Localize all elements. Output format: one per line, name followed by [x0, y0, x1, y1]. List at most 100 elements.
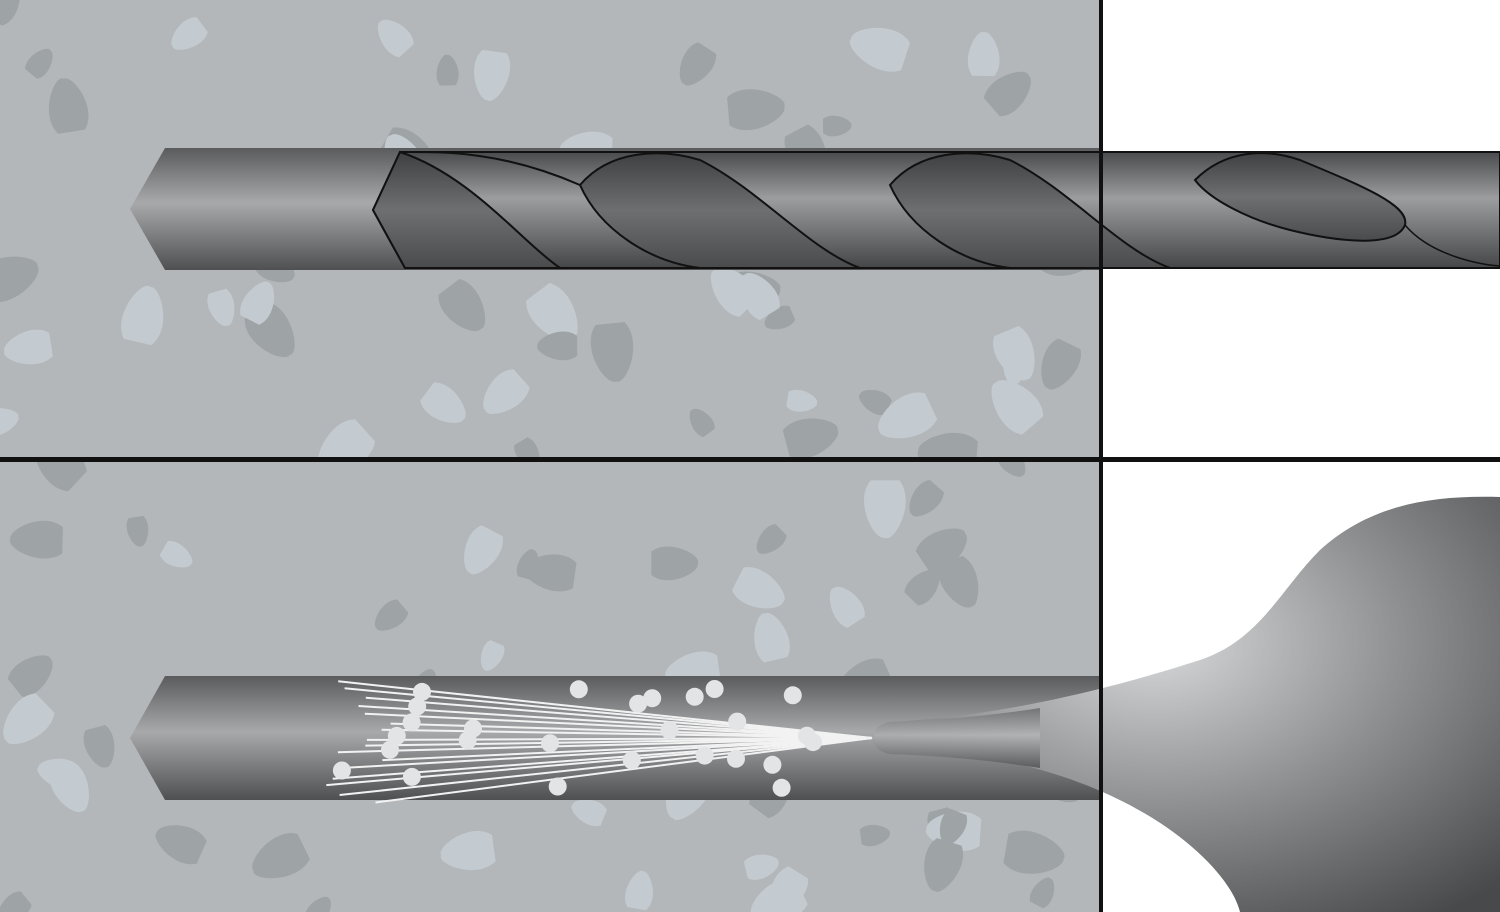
aggregate-stone	[420, 382, 466, 423]
dust-particle	[622, 751, 641, 770]
aggregate-stone	[754, 613, 790, 663]
aggregate-stone	[0, 408, 19, 437]
aggregate-stone	[571, 799, 607, 827]
air-stream-line	[337, 737, 873, 754]
aggregate-stone	[829, 586, 865, 628]
aggregate-stone	[464, 525, 503, 575]
vertical-divider	[1099, 0, 1103, 912]
aggregate-stone	[159, 541, 193, 568]
aggregate-stone	[864, 480, 906, 539]
aggregate-stone	[440, 830, 496, 871]
aggregate-stone	[651, 546, 699, 581]
aggregate-stone	[514, 437, 540, 457]
aggregate-stone	[3, 693, 55, 745]
dust-particle	[332, 761, 351, 780]
aggregate-stone	[474, 49, 511, 101]
aggregate-stone	[121, 285, 164, 346]
air-stream-line	[364, 712, 873, 739]
aggregate-stone	[377, 19, 414, 58]
aggregate-stone	[375, 599, 409, 631]
aggregate-stone	[0, 256, 39, 303]
dust-particle	[548, 777, 567, 796]
blower-nozzle	[873, 708, 1040, 768]
aggregate-stone	[483, 369, 530, 414]
aggregate-stone	[859, 824, 890, 847]
aggregate-stone	[252, 833, 310, 879]
aggregate-stone	[878, 392, 938, 439]
aggregate-stone	[155, 825, 207, 865]
aggregate-stone	[750, 878, 808, 912]
aggregate-stone	[49, 761, 89, 813]
aggregate-stone	[436, 54, 459, 86]
aggregate-stone	[481, 640, 505, 671]
aggregate-stone	[625, 870, 653, 911]
air-stream-line	[339, 737, 873, 796]
dust-particle	[402, 713, 421, 732]
aggregate-stone	[1041, 338, 1081, 390]
aggregate-stone	[991, 380, 1044, 435]
aggregate-stone	[305, 896, 331, 912]
aggregate-stone	[679, 42, 717, 86]
dust-particle	[772, 778, 791, 797]
aggregate-stone	[438, 278, 486, 331]
blower-bulb	[873, 496, 1500, 912]
aggregate-stone	[732, 567, 785, 609]
aggregate-stone	[909, 479, 944, 517]
dust-particle	[804, 733, 822, 752]
dust-particle	[381, 740, 399, 759]
aggregate-stone	[4, 329, 53, 365]
aggregate-stone	[996, 462, 1026, 477]
dust-particles	[326, 680, 873, 804]
aggregate-stone	[983, 71, 1031, 117]
aggregate-stone	[1003, 830, 1065, 874]
aggregate-stone	[689, 408, 715, 438]
dust-particle	[408, 697, 427, 716]
aggregate-stone	[207, 288, 235, 326]
dust-particle	[643, 689, 662, 708]
dust-particle	[569, 680, 588, 699]
aggregate-stone	[782, 418, 839, 457]
dust-particle	[783, 686, 802, 705]
aggregate-stone	[526, 282, 578, 341]
aggregate-stone	[849, 27, 910, 72]
aggregate-stone	[83, 724, 115, 768]
aggregate-stone	[993, 326, 1035, 381]
dust-particle	[629, 694, 648, 713]
aggregate-stone	[904, 569, 940, 606]
dust-particle	[541, 734, 559, 753]
dust-particle	[660, 721, 679, 740]
aggregate-stone	[537, 331, 578, 361]
dust-particle	[695, 746, 714, 765]
aggregate-stone	[938, 555, 979, 608]
dust-particle	[727, 749, 745, 768]
aggregate-stone	[756, 524, 787, 554]
aggregate-stone	[822, 115, 852, 137]
aggregate-stone	[786, 389, 818, 412]
aggregate-stone	[524, 554, 577, 592]
air-stream-line	[365, 696, 873, 739]
dust-particle	[728, 712, 747, 731]
air-stream-line	[375, 737, 873, 804]
aggregate-stone	[924, 838, 964, 892]
dust-particle	[705, 680, 724, 698]
drill-bit	[371, 150, 1500, 269]
aggregate-stone	[7, 655, 53, 697]
concrete-panel-bottom	[0, 462, 1100, 912]
aggregate-stone	[1029, 877, 1055, 909]
aggregate-stone	[10, 520, 63, 559]
aggregate-stone	[240, 281, 275, 325]
aggregate-stone	[0, 891, 32, 912]
aggregate-stone	[940, 808, 968, 845]
dust-particle	[413, 682, 431, 701]
air-stream-line	[334, 737, 873, 770]
aggregate-stone	[710, 267, 759, 317]
aggregate-stone	[967, 32, 1000, 77]
aggregate-stone	[917, 432, 978, 457]
aggregate-stone	[915, 528, 967, 573]
aggregate-stone	[25, 48, 53, 79]
aggregate-stone	[34, 462, 87, 492]
air-stream-line	[344, 687, 873, 739]
aggregate-stone	[727, 89, 785, 131]
aggregate-stone	[171, 17, 208, 50]
